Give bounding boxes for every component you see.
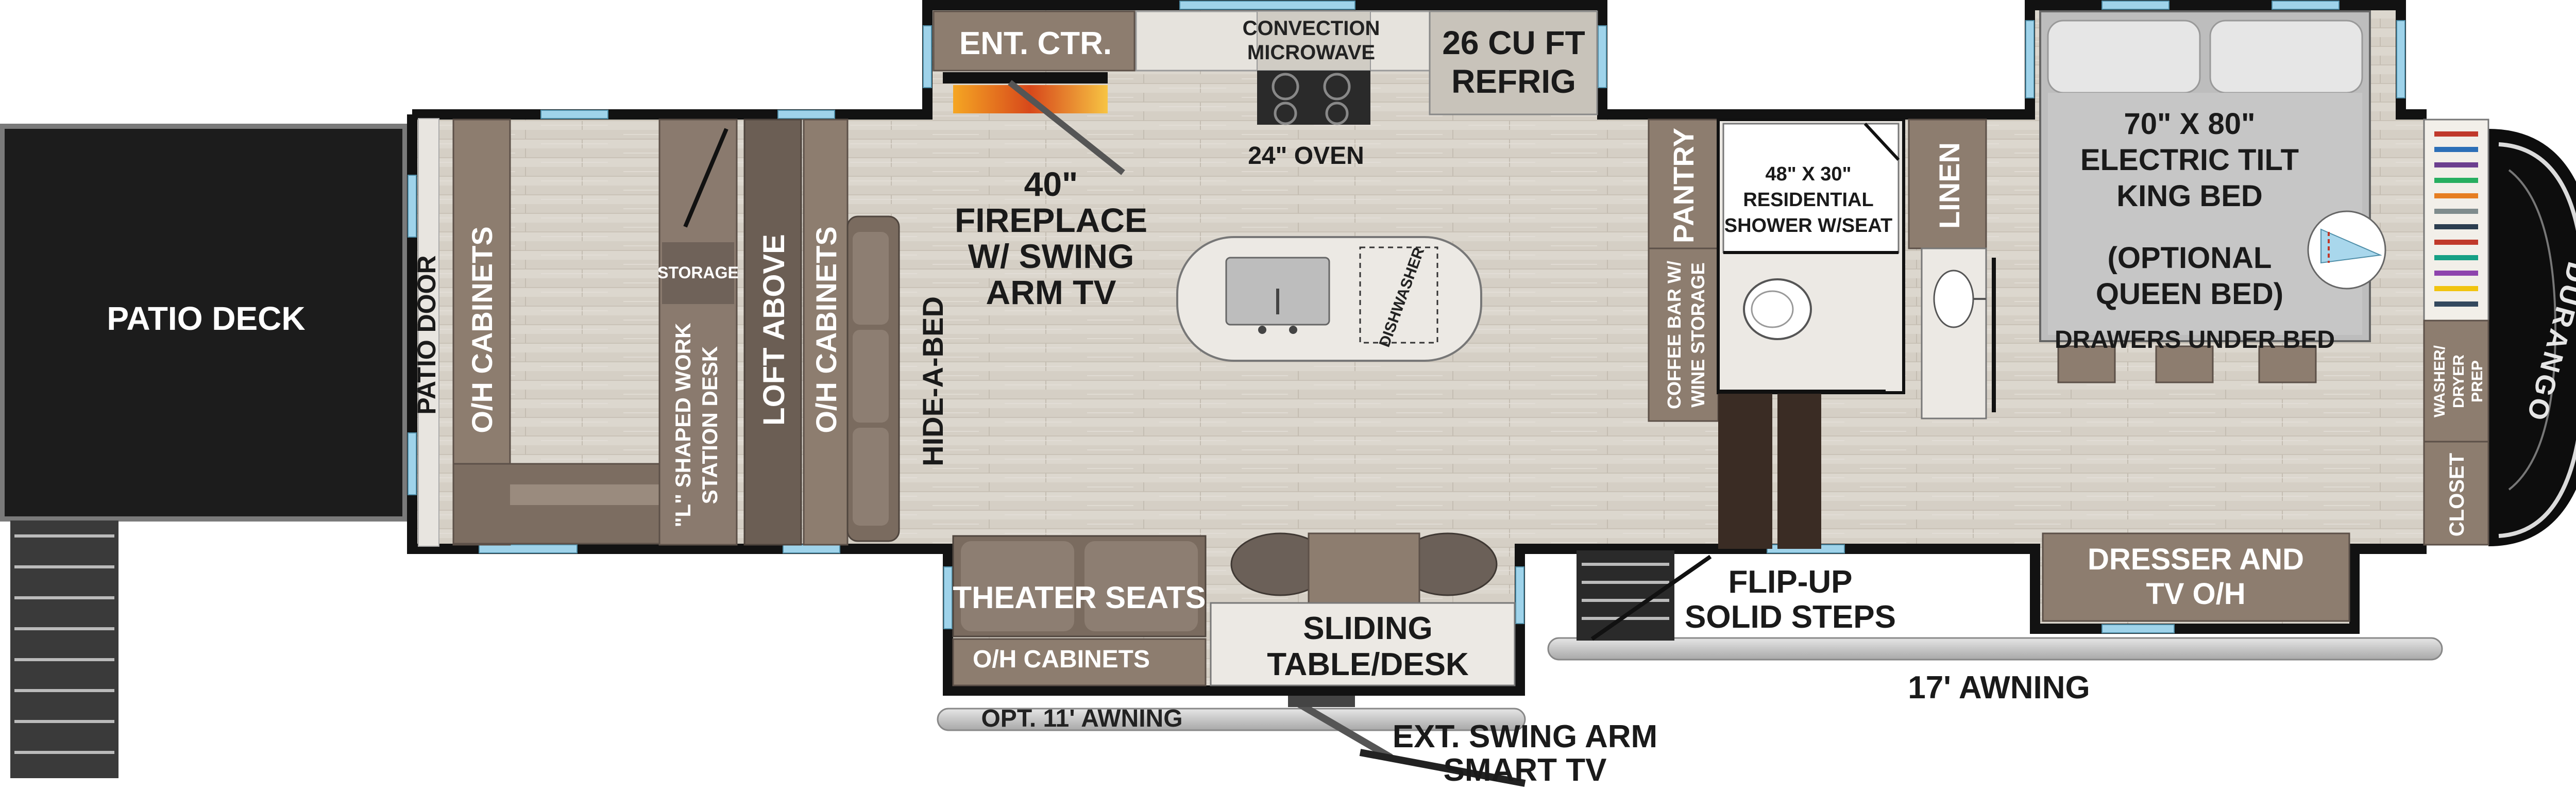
microwave-label-2: MICROWAVE [1247, 41, 1375, 64]
loft-above-label: LOFT ABOVE [757, 234, 791, 426]
slide-oh-cabinets-label: O/H CABINETS [973, 646, 1150, 673]
king-bed-label-2: ELECTRIC TILT [2080, 143, 2299, 177]
fireplace-swing-tv [943, 72, 1125, 175]
refrig-label-2: REFRIG [1451, 63, 1576, 100]
fireplace-label-1: 40" [1024, 165, 1078, 203]
swing-tv-label-1: EXT. SWING ARM [1393, 719, 1657, 754]
oven-label: 24" OVEN [1248, 142, 1364, 170]
cooktop [1257, 71, 1370, 125]
microwave-label-1: CONVECTION [1243, 17, 1380, 40]
dresser-label-1: DRESSER AND [2088, 543, 2304, 576]
linen-closet: LINEN [1908, 119, 1987, 249]
windows [408, 1, 2405, 633]
closet: CLOSET [2423, 441, 2489, 546]
l-desk-label-2: STATION DESK [698, 346, 722, 504]
king-bed-label-1: 70" X 80" [2124, 107, 2256, 141]
theater-seats-label: THEATER SEATS [953, 580, 1206, 615]
patio-deck: PATIO DECK [0, 124, 408, 522]
hide-a-bed-sofa: HIDE-A-BED [846, 215, 949, 542]
washer-label-3: PREP [2469, 360, 2486, 402]
sliding-table-desk: SLIDING TABLE/DESK [1210, 532, 1516, 686]
swing-tv-label-2: SMART TV [1444, 752, 1607, 788]
shower-label-1: 48" X 30" [1765, 163, 1851, 185]
awning-17-label: 17' AWNING [1908, 670, 2090, 706]
coffee-bar-label-1: COFFEE BAR W/ [1664, 261, 1685, 409]
fireplace-label-3: W/ SWING [968, 237, 1134, 275]
storage-label: STORAGE [657, 263, 739, 282]
shower-label-2: RESIDENTIAL [1743, 189, 1873, 211]
queen-bed-label-2: QUEEN BED) [2096, 277, 2283, 311]
awning-11-label: OPT. 11' AWNING [981, 705, 1182, 732]
flip-up-label-1: FLIP-UP [1728, 564, 1852, 600]
loft-oh-cabinets-label: O/H CABINETS [810, 226, 842, 433]
theater-seats: THEATER SEATS [952, 535, 1207, 637]
ext-swing-arm-tv: EXT. SWING ARM SMART TV [1288, 696, 1657, 788]
linen-label: LINEN [1933, 142, 1965, 229]
l-shaped-desk: STORAGE "L" SHAPED WORK STATION DESK [657, 119, 739, 546]
sliding-table-label-1: SLIDING [1303, 611, 1432, 646]
patio-deck-label: PATIO DECK [107, 300, 305, 337]
fireplace-label-4: ARM TV [986, 273, 1116, 311]
patio-door-label: PATIO DOOR [412, 255, 441, 414]
dresser: DRESSER AND TV O/H [2042, 532, 2350, 622]
shower-label-3: SHOWER W/SEAT [1724, 215, 1893, 237]
bathroom: 48" X 30" RESIDENTIAL SHOWER W/SEAT [1717, 118, 1905, 549]
front-cap: DURANGO [2488, 129, 2576, 546]
closet-label: CLOSET [2446, 453, 2468, 536]
slide-oh-cabinets: O/H CABINETS [952, 638, 1207, 686]
loft-above: LOFT ABOVE [743, 119, 802, 546]
drawers-under-bed: DRAWERS UNDER BED [2055, 326, 2335, 383]
coffee-bar-label-2: WINE STORAGE [1687, 262, 1708, 407]
patio-deck-steps [10, 521, 118, 778]
coffee-bar: COFFEE BAR W/ WINE STORAGE [1648, 247, 1719, 422]
drawers-label: DRAWERS UNDER BED [2055, 326, 2335, 354]
patio-door[interactable]: PATIO DOOR [412, 118, 441, 547]
king-bed: 70" X 80" ELECTRIC TILT KING BED (OPTION… [2039, 10, 2386, 342]
l-desk-label-1: "L" SHAPED WORK [671, 323, 695, 528]
refrig-label-1: 26 CU FT [1442, 24, 1585, 61]
queen-bed-label-1: (OPTIONAL [2108, 241, 2272, 275]
ent-ctr-label: ENT. CTR. [959, 26, 1112, 61]
loft-oh-cabinets: O/H CABINETS [803, 119, 849, 546]
dresser-label-2: TV O/H [2146, 577, 2245, 611]
awning-17ft: 17' AWNING [1547, 637, 2443, 706]
bathroom-vanity [1921, 247, 1996, 419]
washer-label-1: WASHER/ [2431, 345, 2448, 417]
entertainment-center: ENT. CTR. [933, 10, 1136, 72]
awning-11ft-optional: OPT. 11' AWNING [937, 705, 1526, 732]
washer-label-2: DRYER [2450, 355, 2467, 408]
entry-steps: FLIP-UP SOLID STEPS [1577, 550, 1896, 641]
king-bed-label-3: KING BED [2116, 179, 2263, 213]
refrigerator: 26 CU FT REFRIG [1429, 10, 1598, 115]
washer-dryer-prep: WASHER/ DRYER PREP [2423, 320, 2489, 443]
rear-oh-cabinets: O/H CABINETS [452, 119, 691, 546]
fireplace-label-2: FIREPLACE [955, 201, 1147, 239]
sliding-table-label-2: TABLE/DESK [1267, 647, 1469, 682]
kitchen-counter: CONVECTION MICROWAVE 24" OVEN [1135, 10, 1431, 170]
rear-oh-cabinets-label: O/H CABINETS [466, 226, 498, 433]
pantry: PANTRY [1648, 119, 1719, 249]
kitchen-island: DISHWASHER [1176, 236, 1482, 362]
flip-up-label-2: SOLID STEPS [1685, 599, 1896, 635]
pantry-label: PANTRY [1667, 128, 1700, 243]
hide-a-bed-label: HIDE-A-BED [917, 296, 949, 466]
wardrobe-hangers [2423, 119, 2489, 322]
